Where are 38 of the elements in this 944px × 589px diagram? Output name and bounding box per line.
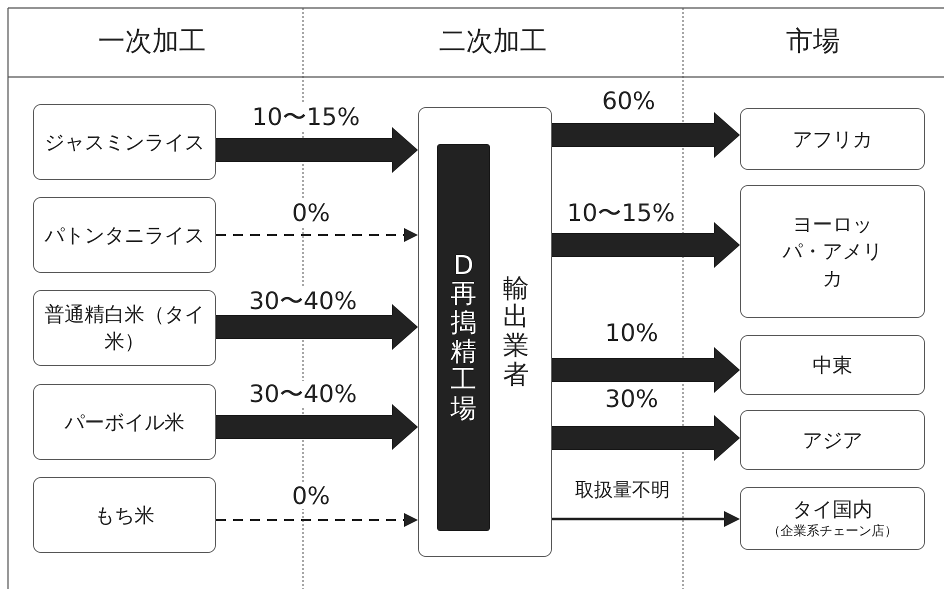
column-header: 市場	[786, 27, 840, 57]
arrow	[552, 347, 740, 393]
process-box	[33, 104, 216, 180]
column-header: 一次加工	[98, 27, 206, 57]
node-label: 中東	[812, 352, 852, 378]
process-box	[740, 335, 925, 395]
node-label: ジャスミンライス	[44, 128, 204, 156]
node-note: （企業系チェーン店）	[768, 523, 898, 541]
node-label: タイ国内	[792, 496, 872, 524]
arrow	[552, 415, 740, 461]
node-label: パーボイル米	[64, 408, 184, 436]
node-label: ヨーロッパ・アメリカ	[782, 211, 884, 292]
node-label: アジア	[802, 426, 862, 454]
exporter-box	[418, 107, 552, 557]
arrow	[216, 127, 418, 173]
arrow	[552, 222, 740, 268]
arrow	[552, 112, 740, 158]
arrow	[216, 304, 418, 350]
process-box	[740, 410, 925, 470]
arrow	[216, 513, 418, 527]
process-box	[33, 197, 216, 273]
arrow	[216, 228, 418, 242]
process-box	[33, 290, 216, 366]
node-label: アフリカ	[792, 126, 872, 152]
node-label: パトンタニライス	[44, 222, 204, 248]
arrow	[552, 511, 740, 527]
column-header: 二次加工	[439, 27, 547, 57]
vertical-label: 輸出業者	[503, 274, 529, 390]
node-label: もち米	[94, 502, 154, 528]
factory-bar	[437, 144, 490, 531]
process-box	[740, 108, 925, 170]
process-box	[33, 384, 216, 460]
process-box	[33, 477, 216, 553]
vertical-label: D再搗精工場	[450, 252, 476, 424]
process-box	[740, 185, 925, 318]
arrow	[216, 404, 418, 450]
process-box	[740, 487, 925, 550]
node-label: 普通精白米（タイ米）	[44, 301, 206, 355]
